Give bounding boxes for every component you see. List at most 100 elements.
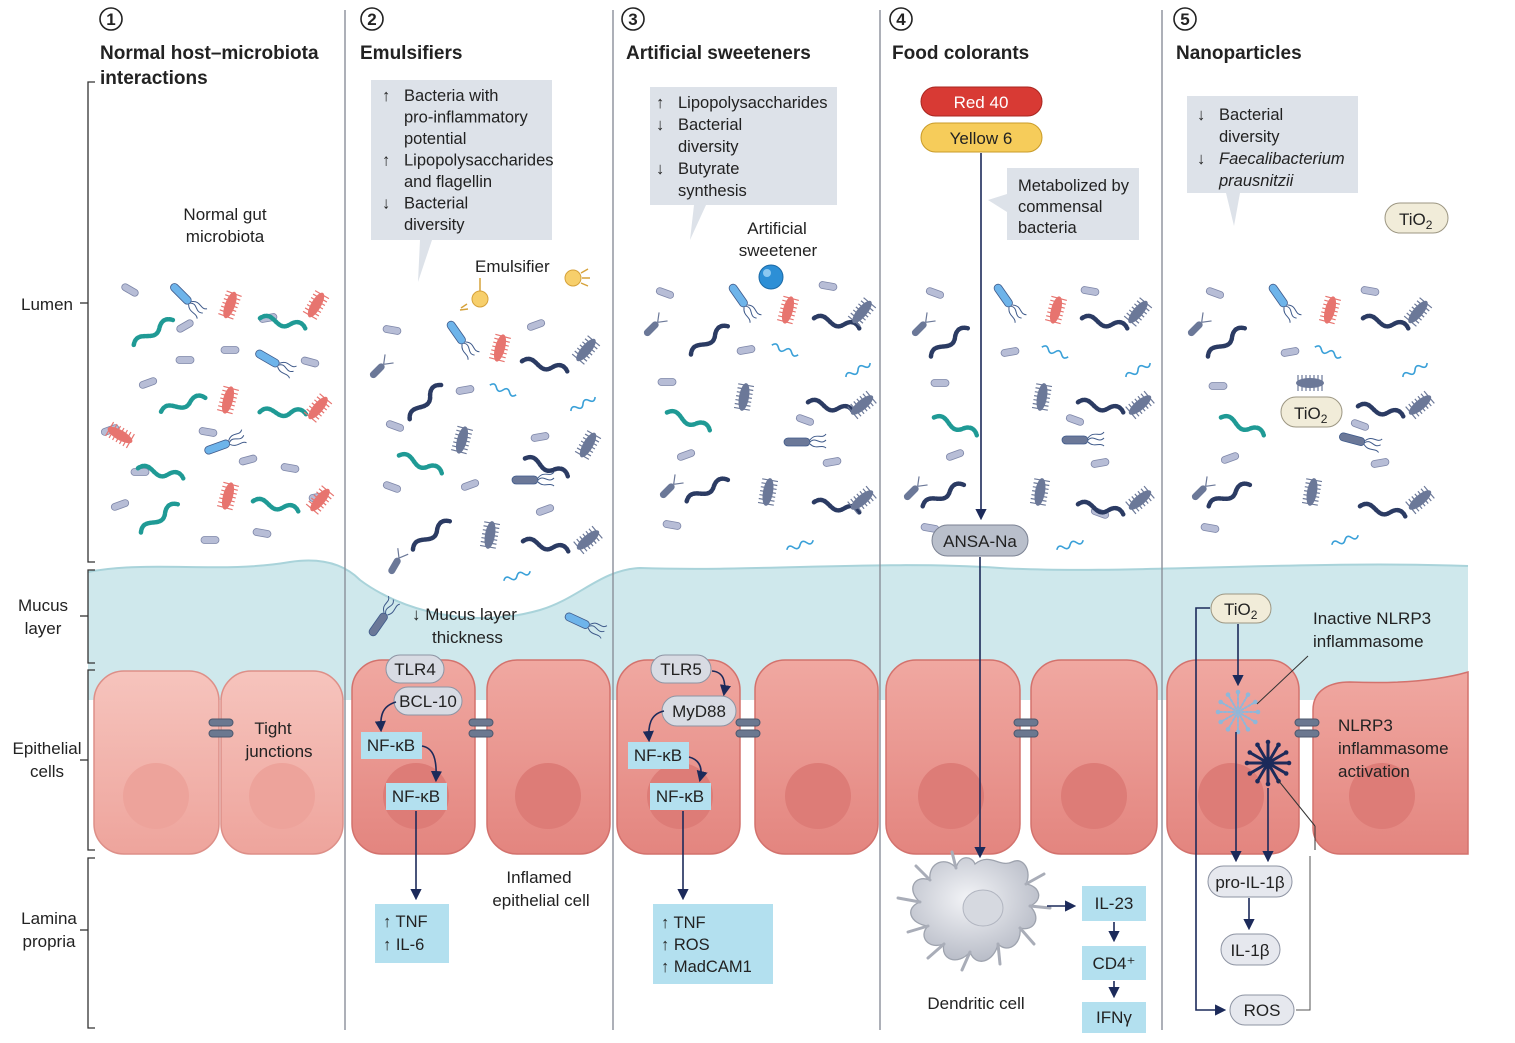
bacterium-spirochete	[1402, 362, 1428, 378]
callout-arrow: ↓	[382, 195, 390, 213]
bacterium-rod	[1280, 347, 1300, 357]
bacterium-rod	[238, 454, 258, 466]
bacterium-filament	[920, 481, 967, 509]
callout-line: Lipopolysaccharides	[678, 94, 828, 112]
bacterium-flagellum	[204, 429, 247, 455]
callout-line: synthesis	[678, 182, 747, 200]
bacterium-filament	[1206, 481, 1253, 509]
bacterium-rod	[795, 414, 815, 426]
svg-text:TLR5: TLR5	[660, 660, 702, 679]
bacterium-rod	[1220, 452, 1240, 464]
callout-line: prausnitzii	[1218, 172, 1295, 190]
bacterium-rod	[138, 377, 158, 389]
bacterium-flagellum	[1339, 432, 1383, 453]
bacterium-flagellated	[1125, 390, 1155, 420]
svg-text:5: 5	[1180, 10, 1189, 29]
cd4-box: CD4⁺	[1082, 946, 1146, 980]
svg-text:4: 4	[896, 10, 906, 29]
bacterium-vibrio	[643, 312, 668, 337]
svg-text:NF-κB: NF-κB	[634, 746, 682, 765]
bacterium-vibrio	[369, 354, 394, 379]
panel-5-header: 5 Nanoparticles	[1173, 7, 1302, 64]
bacterium-rod	[535, 504, 555, 516]
bacterium-rod	[530, 432, 550, 442]
callout-line: diversity	[404, 216, 465, 234]
bacterium-rod	[121, 283, 139, 297]
epithelial-cell	[220, 670, 344, 855]
callout-arrow: ↓	[656, 160, 664, 178]
bacterium-rod	[662, 520, 682, 530]
bacterium-flagellated	[451, 425, 473, 455]
bacterium-filament	[410, 518, 453, 552]
svg-text:commensal: commensal	[1018, 198, 1102, 216]
bacterium-flagellated	[1319, 295, 1341, 325]
bacterium-flagellum	[170, 283, 208, 319]
panel-dividers	[344, 10, 1163, 1030]
bacterium-flagellated	[303, 393, 333, 423]
bacterium-flagellum	[368, 595, 400, 637]
bacterium-rod	[945, 449, 965, 461]
nfkb-box-2: NF-κB	[650, 783, 711, 810]
callout-line: and flagellin	[404, 173, 492, 191]
sweetener-molecule	[758, 264, 784, 290]
bacterium-rod	[175, 356, 195, 364]
svg-text:Red 40: Red 40	[954, 93, 1009, 112]
bacterium-filament	[928, 325, 971, 359]
callout-line: diversity	[678, 138, 739, 156]
ros-pill: ROS	[1229, 994, 1295, 1026]
bacterium-rod	[818, 281, 838, 291]
callout-line: Bacterial	[404, 195, 468, 213]
inflamed-epithelial-cell	[486, 659, 611, 855]
bacterium-filament	[931, 413, 980, 438]
bacterium-filament	[257, 313, 308, 331]
bacterium-flagellum	[255, 349, 297, 379]
bacterium-filament	[1079, 313, 1130, 331]
bacterium-spirochete	[570, 396, 596, 412]
callout-line: Bacteria with	[404, 87, 498, 105]
bacterium-spirochete	[771, 343, 799, 357]
bacterium-rod	[455, 385, 475, 395]
svg-text:TiO2: TiO2	[1294, 404, 1328, 426]
dendritic-cell	[896, 850, 1052, 972]
metabolized-callout: Metabolized by commensal bacteria	[988, 168, 1139, 240]
inactive-nlrp3-inflammasome	[1215, 689, 1261, 735]
bacterium-spirochete	[1125, 362, 1151, 378]
inflamed-epithelial-cell	[1030, 659, 1158, 855]
bacterium-rod	[460, 479, 480, 491]
svg-text:TiO2: TiO2	[1399, 210, 1433, 232]
bacterium-flagellated	[847, 485, 877, 515]
svg-text:3: 3	[628, 10, 637, 29]
svg-text:IL-1β: IL-1β	[1230, 941, 1269, 960]
bacterium-rod	[1200, 523, 1220, 533]
bacterium-filament	[805, 397, 856, 415]
bacterium-filament	[664, 408, 713, 433]
bacterium-rod	[655, 287, 675, 299]
bacterium-rod	[822, 457, 842, 467]
callout-line: Bacterial	[1219, 106, 1283, 124]
ifng-box: IFNγ	[1082, 1002, 1146, 1033]
bacterium-filament	[396, 451, 445, 476]
bacterium-flagellated	[757, 478, 779, 506]
callout-arrow: ↓	[1197, 106, 1205, 124]
bacterium-flagellated	[1123, 297, 1153, 327]
bacterium-rod	[1208, 382, 1228, 390]
tight-junctions	[208, 718, 1320, 738]
panel-4-title: Food colorants	[892, 43, 1029, 64]
bacterium-flagellated	[777, 295, 799, 325]
callout-line: potential	[404, 130, 466, 148]
panel-2-header: 2 Emulsifiers	[360, 7, 462, 64]
svg-text:2: 2	[367, 10, 376, 29]
nfkb-box-2: NF-κB	[386, 783, 447, 810]
panel-3-header: 3 Artificial sweeteners	[621, 7, 811, 64]
emulsifier-label: Emulsifier	[475, 257, 550, 276]
bacterium-flagellated	[305, 485, 335, 515]
bacterium-flagellated	[1125, 485, 1155, 515]
bacterium-rod	[385, 420, 405, 432]
pro-il1b-pill: pro-IL-1β	[1207, 865, 1293, 898]
bacterium-flagellum	[511, 471, 555, 487]
bacterium-rod	[1360, 286, 1380, 296]
